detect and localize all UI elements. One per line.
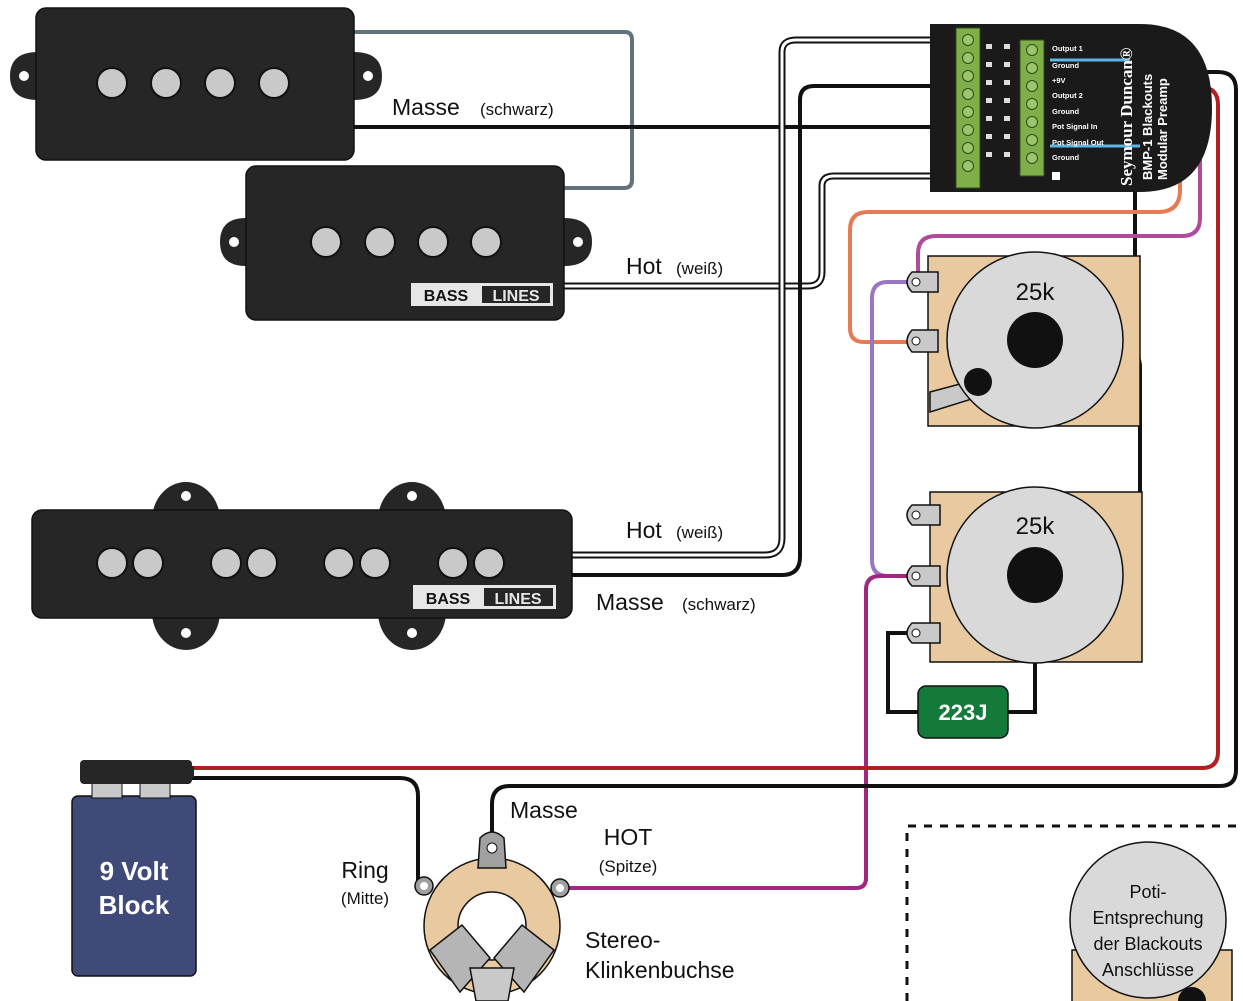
label-jack-ring: Ring: [341, 857, 388, 883]
masse-j-wire: [565, 84, 935, 577]
label-hot-j-sub: (weiß): [676, 523, 723, 542]
terminal-screws-1: [962, 34, 974, 172]
label-jack-masse: Masse: [510, 797, 578, 823]
brand-lines-p: LINES: [492, 288, 539, 305]
hot-p-wire-core: [560, 174, 935, 288]
terminal-9v: +9V: [1052, 76, 1066, 85]
capacitor: 223J: [917, 685, 1009, 739]
terminal-ground-2: Ground: [1052, 107, 1079, 116]
label-masse-top-sub: (schwarz): [480, 100, 554, 119]
battery-line1: 9 Volt: [100, 856, 169, 886]
legend-line3: der Blackouts: [1093, 934, 1202, 954]
pot-top-value: 25k: [1016, 279, 1056, 306]
terminal-ground-1: Ground: [1052, 61, 1079, 70]
preamp-model: BMP-1 Blackouts: [1140, 74, 1155, 180]
cap-left-wire: [886, 631, 918, 714]
legend-box: Poti- Entsprechung der Blackouts Anschlü…: [905, 824, 1243, 1001]
battery-ring-wire: [190, 776, 420, 882]
stereo-jack: [414, 831, 570, 1001]
p-pickup-upper: [10, 7, 382, 161]
black-ground-wire: [490, 70, 1238, 842]
brand-lines-j: LINES: [494, 591, 541, 608]
label-hot-j: Hot: [626, 517, 662, 543]
pot-bottom: 25k: [906, 486, 1143, 664]
j-pickup: BASS LINES: [31, 482, 573, 650]
terminal-pot-signal-in: Pot Signal In: [1052, 122, 1098, 131]
legend-line1: Poti-: [1129, 882, 1166, 902]
terminal-output-2: Output 2: [1052, 91, 1083, 100]
legend-line2: Entsprechung: [1092, 908, 1203, 928]
label-hot-p-sub: (weiß): [676, 259, 723, 278]
label-jack-hot: HOT: [604, 824, 653, 850]
terminal-ground-3: Ground: [1052, 153, 1079, 162]
gray-wire-core: [350, 30, 634, 190]
label-jack-name-2: Klinkenbuchse: [585, 957, 735, 983]
pot-bottom-value: 25k: [1016, 513, 1056, 540]
hot-j-wire-core: [565, 38, 935, 557]
preamp-module: Output 1 Ground +9V Output 2 Ground Pot …: [930, 24, 1212, 192]
pot-top: 25k: [906, 251, 1141, 429]
hot-p-wire: [560, 172, 935, 290]
capacitor-label: 223J: [939, 700, 988, 725]
battery-line2: Block: [99, 890, 170, 920]
hot-j-wire: [565, 36, 935, 559]
brand-bass-j: BASS: [426, 591, 471, 608]
label-masse-top: Masse: [392, 94, 460, 120]
label-masse-j-sub: (schwarz): [682, 595, 756, 614]
preamp-brand: Seymour Duncan®: [1117, 47, 1136, 186]
terminal-output-1: Output 1: [1052, 44, 1083, 53]
magenta-wire: [565, 574, 912, 890]
p-pickup-lower: BASS LINES: [220, 165, 592, 321]
terminal-pot-signal-out: Pot Signal Out: [1052, 138, 1104, 147]
label-masse-j: Masse: [596, 589, 664, 615]
brand-bass-p: BASS: [424, 288, 469, 305]
lavender-wire: [870, 280, 912, 578]
legend-line4: Anschlüsse: [1102, 960, 1194, 980]
preamp-desc: Modular Preamp: [1155, 78, 1170, 180]
label-hot-p: Hot: [626, 253, 662, 279]
battery: 9 Volt Block: [71, 760, 197, 977]
terminal-screws-2: [1026, 44, 1038, 164]
label-jack-name-1: Stereo-: [585, 927, 660, 953]
label-jack-hot-sub: (Spitze): [599, 857, 658, 876]
label-jack-ring-sub: (Mitte): [341, 889, 389, 908]
